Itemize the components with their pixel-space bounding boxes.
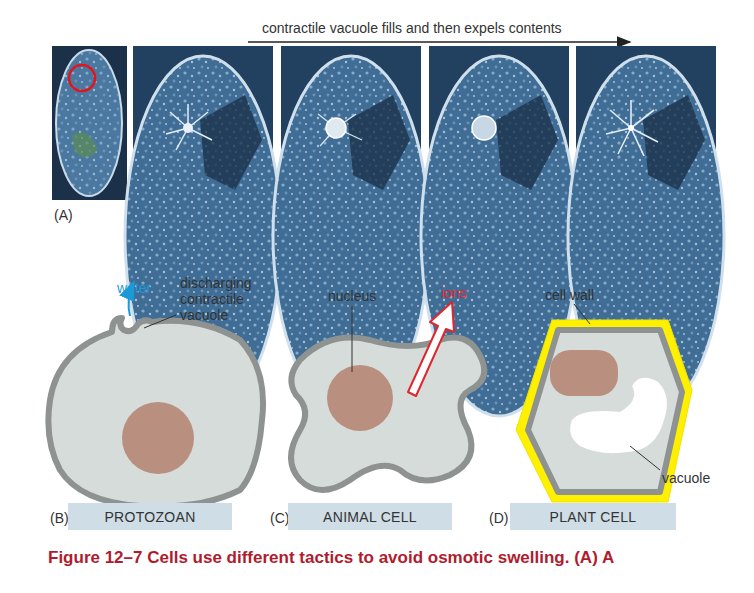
leader-line: [352, 306, 353, 372]
text-label: (B): [50, 510, 69, 526]
leader-line: [144, 315, 176, 328]
band-text: PROTOZOAN: [104, 509, 195, 525]
text-label: vacuole: [662, 470, 710, 486]
text-label: (D): [489, 510, 508, 526]
text-label: discharging contractile vacuole: [180, 275, 276, 323]
text-label: cell wall: [545, 287, 594, 303]
micrograph-panel: [52, 46, 127, 200]
text-label: ions: [441, 285, 467, 301]
label-band: PLANT CELL: [510, 503, 676, 530]
label-band: ANIMAL CELL: [288, 503, 452, 530]
time-arrow: [248, 41, 630, 43]
ion-arrow: [408, 302, 454, 396]
leader-line: [574, 304, 590, 324]
leader-line: [630, 446, 660, 470]
highlight-circle: [69, 65, 95, 91]
label-band: PROTOZOAN: [68, 503, 232, 530]
text-label: (A): [54, 207, 73, 223]
text-label: nucleus: [328, 288, 376, 304]
protozoan-cell: [48, 318, 263, 507]
text-label: contractile vacuole fills and then expel…: [262, 20, 562, 36]
band-text: ANIMAL CELL: [323, 509, 417, 525]
text-label: (C): [270, 510, 289, 526]
figure-caption: Figure 12–7 Cells use different tactics …: [48, 548, 614, 568]
animal-cell: [291, 338, 484, 491]
text-label: water: [117, 280, 151, 296]
band-text: PLANT CELL: [550, 509, 637, 525]
